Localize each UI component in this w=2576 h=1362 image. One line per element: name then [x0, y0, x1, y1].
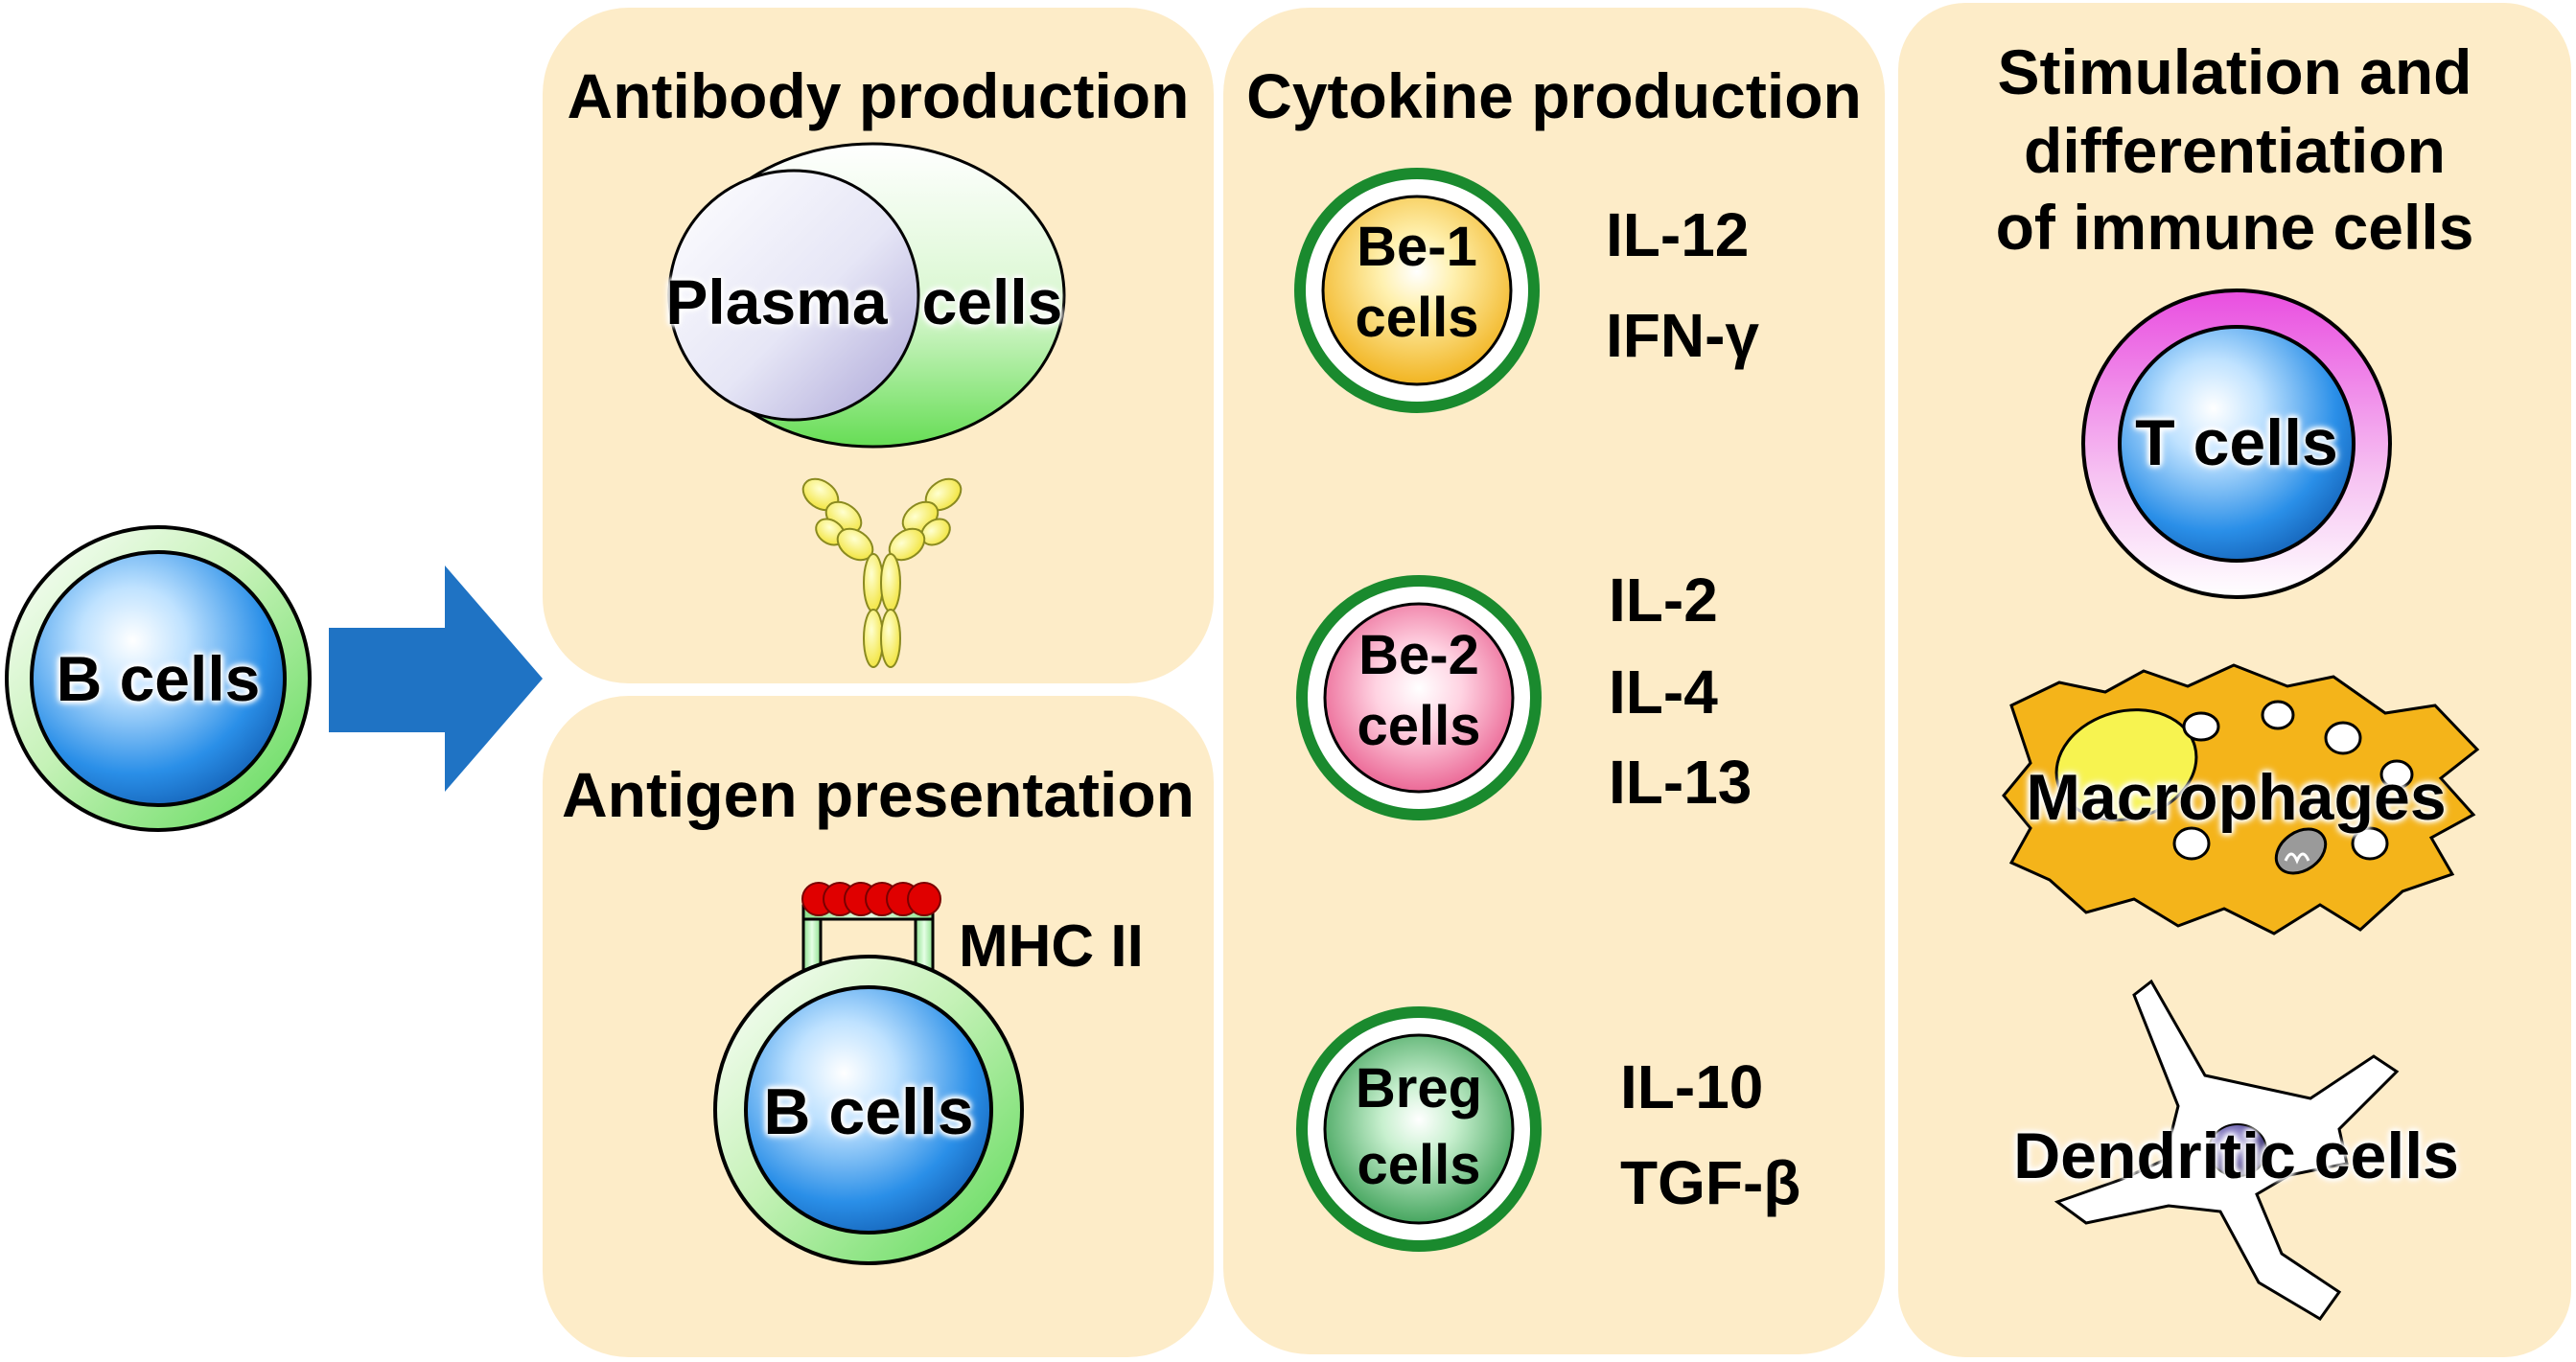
be1-cell	[1294, 168, 1540, 413]
plasma-cell	[667, 142, 1066, 449]
stimulation-title-line2: differentiation	[2024, 115, 2446, 186]
be1-label-line2: cells	[1355, 287, 1479, 349]
be1-cytokine-2: IFN-γ	[1606, 301, 1759, 370]
left-b-cells-label: B cells	[56, 643, 261, 714]
macrophages-label: Macrophages	[2026, 761, 2447, 834]
breg-label-line1: Breg	[1355, 1057, 1483, 1120]
be2-cytokine-1: IL-2	[1609, 566, 1718, 635]
dendritic-cells-label: Dendritic cells	[2013, 1120, 2459, 1192]
be2-label-line1: Be-2	[1358, 624, 1479, 686]
mhc-peptide-beads	[801, 882, 941, 916]
be2-cytokine-2: IL-4	[1609, 658, 1718, 727]
antibody-icon	[801, 477, 963, 668]
breg-label-line2: cells	[1357, 1134, 1481, 1196]
be1-label-line1: Be-1	[1357, 216, 1477, 278]
plasma-label: Plasma	[665, 266, 888, 337]
be2-cell	[1296, 575, 1542, 820]
antigen-presentation-title: Antigen presentation	[561, 759, 1195, 830]
t-cells-label: T cells	[2135, 406, 2338, 479]
antibody-production-title: Antibody production	[567, 60, 1190, 131]
dendritic-cell	[2054, 979, 2400, 1321]
macrophage	[2002, 663, 2480, 935]
antigen-b-cells-label: B cells	[763, 1075, 974, 1148]
t-cell	[2081, 289, 2392, 599]
right-arrow	[329, 566, 543, 792]
be2-cytokine-3: IL-13	[1609, 748, 1752, 817]
cytokine-production-title: Cytokine production	[1246, 60, 1862, 131]
stimulation-title-line3: of immune cells	[1995, 192, 2474, 263]
be2-label-line2: cells	[1357, 695, 1481, 757]
breg-cell	[1296, 1006, 1542, 1252]
stimulation-title-line1: Stimulation and	[1997, 36, 2472, 107]
left-b-cell	[5, 525, 312, 832]
mhc-ii-label: MHC II	[959, 913, 1144, 980]
plasma-cells-label: cells	[921, 266, 1063, 337]
breg-cytokine-2: TGF-β	[1620, 1148, 1801, 1217]
antigen-presenting-b-cell	[713, 904, 1024, 1265]
breg-cytokine-1: IL-10	[1620, 1052, 1764, 1121]
be1-cytokine-1: IL-12	[1606, 200, 1750, 269]
